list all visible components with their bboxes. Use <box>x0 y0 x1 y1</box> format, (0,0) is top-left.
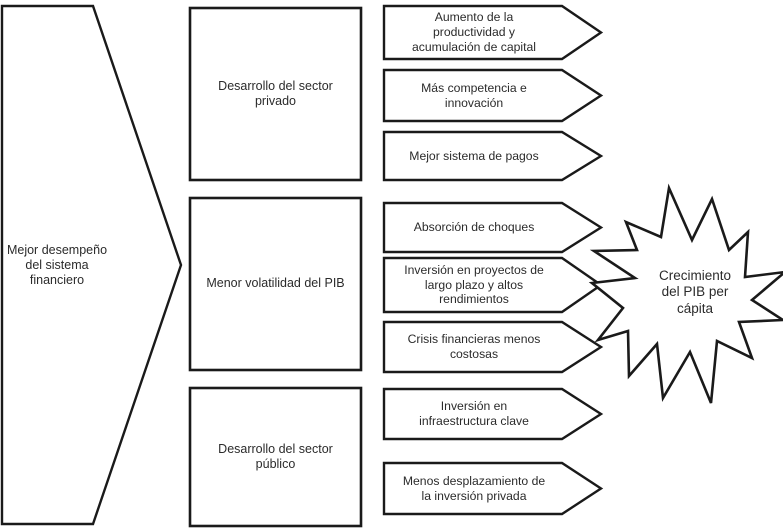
stage-box-2[interactable] <box>188 196 363 372</box>
outcome-arrow-6[interactable] <box>382 320 604 374</box>
result-starburst-shape[interactable] <box>588 183 783 404</box>
outcome-arrow-1[interactable] <box>382 4 604 61</box>
driver-shape[interactable] <box>0 4 183 526</box>
stage-box-3[interactable] <box>188 386 363 528</box>
outcome-arrow-2[interactable] <box>382 68 604 123</box>
outcome-arrow-3[interactable] <box>382 130 604 182</box>
outcome-arrow-5[interactable] <box>382 256 604 314</box>
outcome-arrow-7[interactable] <box>382 387 604 441</box>
stage-box-1[interactable] <box>188 6 363 182</box>
outcome-arrow-8[interactable] <box>382 461 604 516</box>
outcome-arrow-4[interactable] <box>382 201 604 254</box>
